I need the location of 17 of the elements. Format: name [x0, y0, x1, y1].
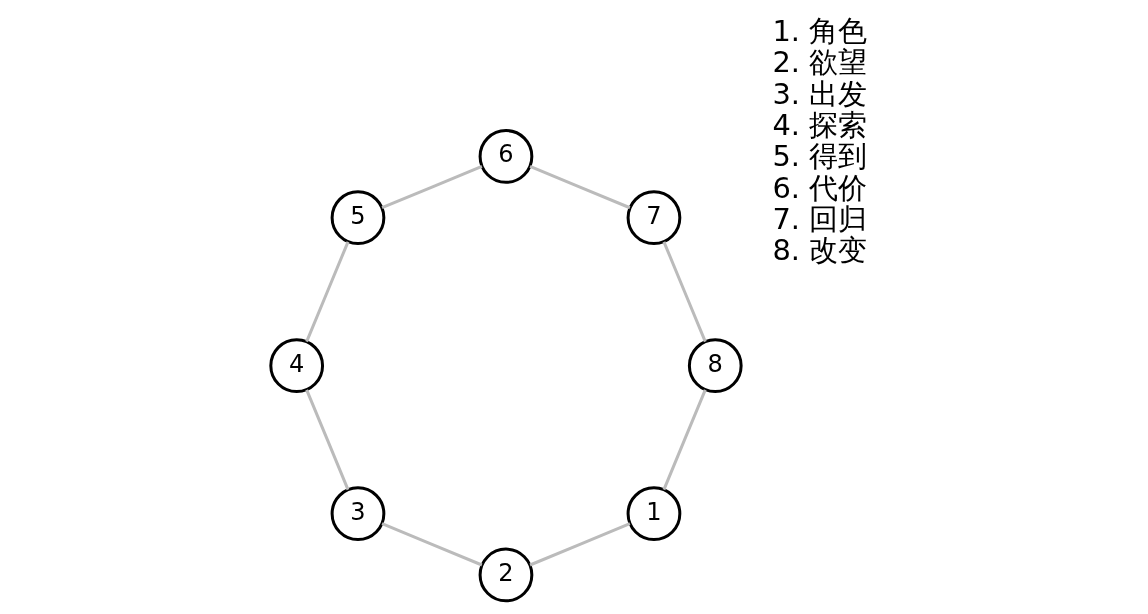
node-circle: 7: [626, 190, 682, 246]
connector: [529, 165, 631, 210]
connector: [381, 165, 483, 210]
connector: [305, 241, 350, 343]
connector: [305, 389, 350, 491]
connector: [662, 241, 707, 343]
node-circle: 1: [626, 486, 682, 542]
node-circle: 2: [478, 547, 534, 603]
node-circle: 5: [330, 190, 386, 246]
node-circle: 4: [269, 338, 325, 394]
connector: [381, 522, 483, 567]
connector: [529, 522, 631, 567]
node-circle: 8: [687, 338, 743, 394]
label: 8. 改变: [772, 233, 868, 268]
node-circle: 3: [330, 486, 386, 542]
connector: [662, 389, 707, 491]
node-circle: 6: [478, 129, 534, 184]
